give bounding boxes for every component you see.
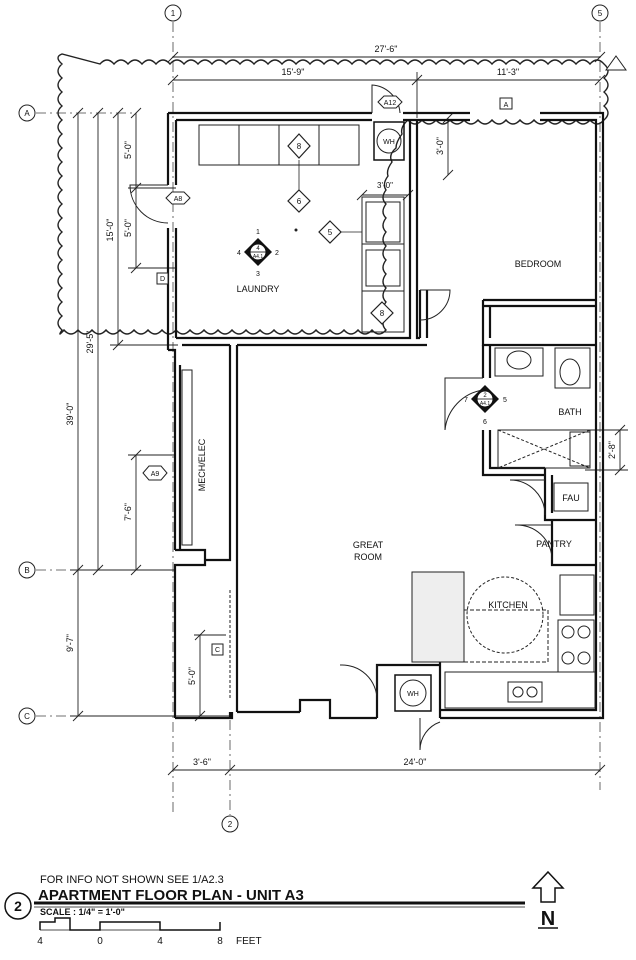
- grid-bubble-5: 5: [591, 4, 609, 22]
- grid-bubble-1: 1: [164, 4, 182, 22]
- room-label-laundry: LAUNDRY: [237, 284, 280, 294]
- svg-text:2: 2: [14, 898, 22, 914]
- water-heater-bottom: WH: [394, 674, 432, 712]
- laundry-cabinets: [198, 124, 405, 333]
- tag-a-window: A: [499, 97, 513, 110]
- svg-text:A: A: [504, 102, 509, 109]
- dim-bath: 2'-8": [607, 441, 617, 459]
- interior-elevation-laundry: 4 A4.1 1 2 3 4: [237, 229, 279, 278]
- keynote-8-bottom: 8: [370, 301, 394, 325]
- room-label-bath: BATH: [558, 407, 581, 417]
- interior-elevation-bath: 2 A4.1 7 5 6: [464, 385, 507, 426]
- dim-laundry-depth: 15'-0": [105, 219, 115, 242]
- water-heater-top: WH: [373, 121, 405, 161]
- revision-cloud: [57, 53, 609, 335]
- svg-text:C: C: [24, 712, 30, 721]
- dim-overall-width: 27'-6": [375, 44, 398, 54]
- dim-upper-depth: 29'-5": [85, 331, 95, 354]
- drawing-scale: SCALE : 1/4" = 1'-0": [40, 907, 125, 917]
- keynote-6: 6: [287, 160, 311, 213]
- svg-text:6: 6: [483, 419, 487, 426]
- grid-bubble-2: 2: [221, 815, 239, 833]
- svg-text:WH: WH: [383, 139, 395, 146]
- tag-a12: A12: [377, 95, 403, 109]
- title-note: FOR INFO NOT SHOWN SEE 1/A2.3: [40, 874, 224, 886]
- scale-unit: FEET: [236, 936, 262, 947]
- tag-a8: A8: [165, 191, 191, 205]
- bath-fixtures: [494, 347, 591, 469]
- room-label-fau: FAU: [562, 493, 580, 503]
- dim-upper-5b: 5'-0": [123, 219, 133, 237]
- grid-bubble-a: A: [18, 104, 36, 122]
- tag-a9: A9: [142, 465, 168, 481]
- dim-counter: 3'-0": [377, 181, 393, 190]
- mech-panels: [181, 369, 193, 546]
- svg-text:WH: WH: [407, 691, 419, 698]
- svg-text:3: 3: [256, 271, 260, 278]
- svg-text:B: B: [24, 566, 29, 575]
- room-label-great: GREAT: [353, 540, 384, 550]
- svg-text:4: 4: [256, 246, 260, 252]
- grid-bubble-c: C: [18, 707, 36, 725]
- svg-text:A9: A9: [151, 471, 160, 478]
- svg-text:2: 2: [483, 393, 487, 399]
- keynote-5: 5: [318, 220, 362, 244]
- graphic-scale-bar: [39, 917, 221, 931]
- svg-text:1: 1: [171, 9, 176, 18]
- svg-text:A4.1: A4.1: [480, 401, 491, 407]
- kitchen-fixtures: [411, 571, 596, 709]
- svg-text:N: N: [541, 908, 555, 930]
- scale-label-4: 4: [37, 936, 43, 947]
- dim-entry: 5'-0": [187, 667, 197, 685]
- room-label-pantry: PANTRY: [536, 539, 572, 549]
- grid-bubble-b: B: [18, 561, 36, 579]
- svg-text:5: 5: [503, 397, 507, 404]
- keynote-8-top: 8: [287, 133, 311, 159]
- svg-text:5: 5: [598, 9, 603, 18]
- svg-text:A8: A8: [174, 196, 183, 203]
- dim-overall-depth: 39'-0": [65, 403, 75, 426]
- drawing-number-bubble: 2: [4, 892, 32, 920]
- drawing-title: APARTMENT FLOOR PLAN - UNIT A3: [38, 887, 304, 904]
- dim-bottom-right: 24'-0": [404, 757, 427, 767]
- svg-text:8: 8: [297, 142, 302, 151]
- scale-label-4b: 4: [157, 936, 163, 947]
- dim-bottom-left: 3'-6": [193, 757, 211, 767]
- svg-text:6: 6: [297, 197, 302, 206]
- svg-text:C: C: [215, 647, 220, 654]
- scale-label-8: 8: [217, 936, 223, 947]
- svg-text:2: 2: [275, 250, 279, 257]
- tag-c-window: C: [211, 643, 224, 656]
- dim-left-width: 15'-9": [282, 67, 305, 77]
- svg-text:4: 4: [237, 250, 241, 257]
- dim-upper-5a: 5'-0": [123, 141, 133, 159]
- dimension-lines: [70, 51, 628, 776]
- doors: [129, 84, 553, 751]
- svg-text:7: 7: [464, 397, 468, 404]
- svg-text:A: A: [24, 109, 30, 118]
- svg-text:D: D: [160, 276, 165, 283]
- room-label-kitchen: KITCHEN: [488, 600, 528, 610]
- dim-mech: 7'-6": [123, 503, 133, 521]
- pantry-fau-boxes: [553, 482, 589, 512]
- walls: [166, 111, 605, 720]
- dim-right-width: 11'-3": [497, 67, 519, 77]
- svg-text:A12: A12: [384, 100, 397, 107]
- svg-text:8: 8: [380, 309, 385, 318]
- svg-text:A4.1: A4.1: [253, 254, 264, 260]
- dim-bedroom: 3'-0": [435, 137, 445, 155]
- dim-lower: 9'-7": [65, 634, 75, 652]
- tag-d-window: D: [156, 272, 169, 285]
- svg-text:2: 2: [228, 820, 233, 829]
- scale-label-0: 0: [97, 936, 103, 947]
- room-label-room: ROOM: [354, 552, 382, 562]
- svg-text:5: 5: [328, 228, 333, 237]
- room-label-mech-elec: MECH/ELEC: [197, 438, 207, 491]
- room-label-bedroom: BEDROOM: [515, 259, 562, 269]
- tag-triangle: [605, 55, 627, 71]
- center-dot: [294, 228, 298, 232]
- svg-text:1: 1: [256, 229, 260, 236]
- north-arrow-icon: N: [531, 870, 565, 930]
